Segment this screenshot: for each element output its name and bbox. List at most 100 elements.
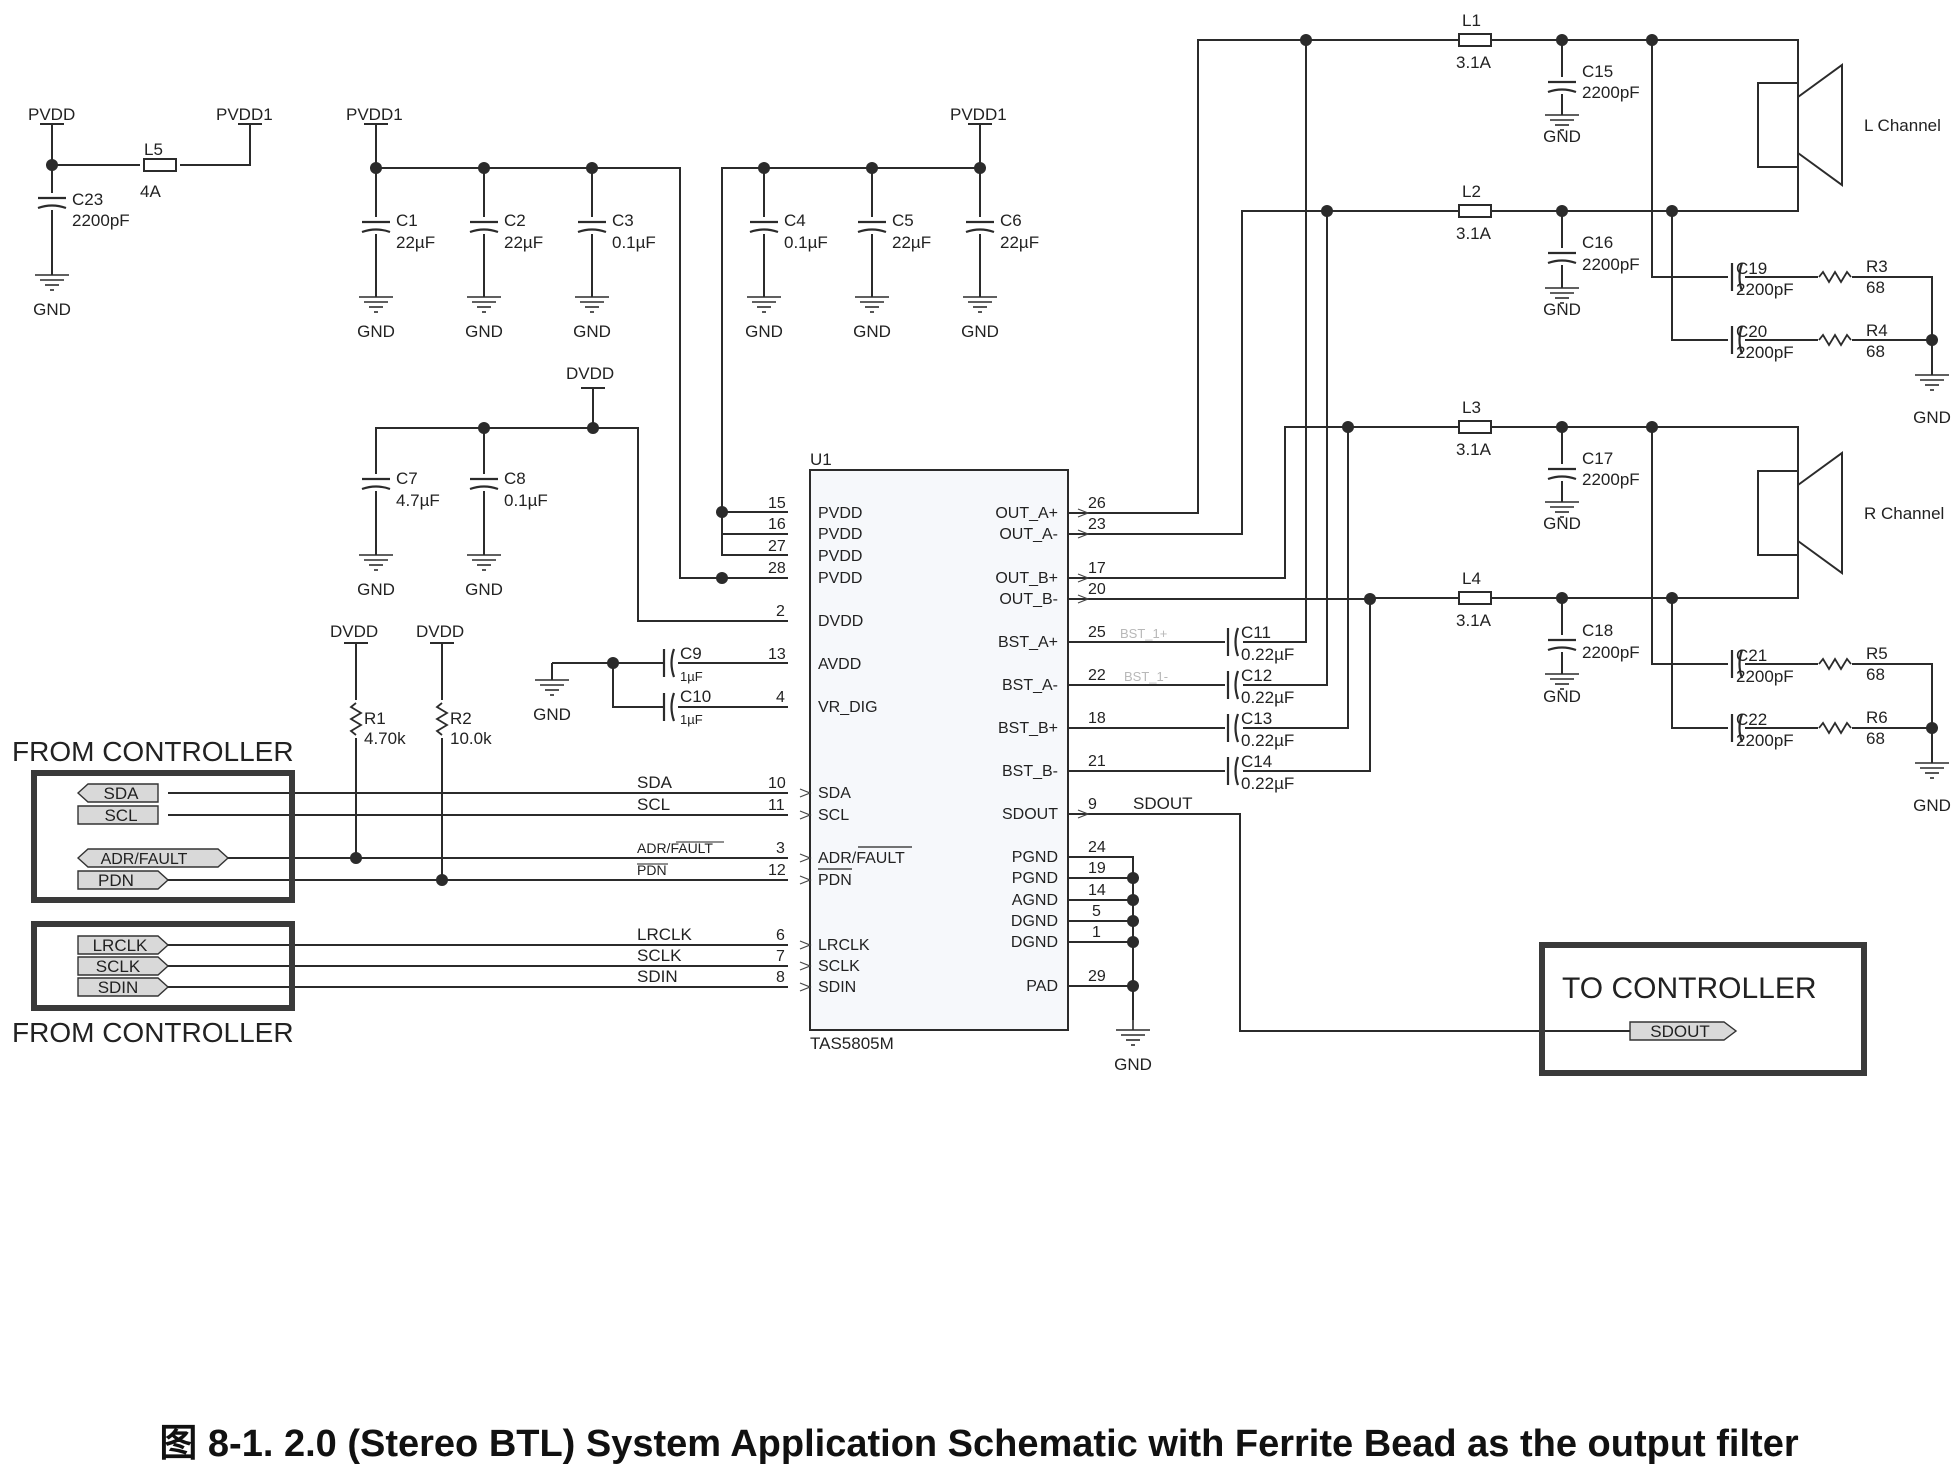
c22-ref: C22: [1736, 710, 1767, 729]
to-controller-label: TO CONTROLLER: [1562, 972, 1817, 1005]
c18-ref: C18: [1582, 621, 1613, 640]
pin-name: DGND: [1011, 913, 1058, 930]
c2-capacitor: [468, 220, 500, 234]
pin-number: 29: [1088, 968, 1106, 985]
c15-ref: C15: [1582, 62, 1613, 81]
sdout-connector: SDOUT: [1629, 1021, 1738, 1041]
pin-name: PDN: [818, 872, 852, 889]
c4-value: 0.1µF: [784, 233, 828, 252]
r1-ref: R1: [364, 709, 386, 728]
gnd-symbol: [34, 264, 70, 291]
l2-value: 3.1A: [1456, 224, 1492, 243]
to-controller-box: [1539, 942, 1867, 1076]
gnd-label: GND: [533, 705, 571, 724]
gnd-label: GND: [357, 322, 395, 341]
r6-value: 68: [1866, 729, 1885, 748]
c21-value: 2200pF: [1736, 667, 1794, 686]
r6-ref: R6: [1866, 708, 1888, 727]
c4-capacitor: [748, 220, 780, 234]
gnd-label: GND: [1543, 687, 1581, 706]
gnd-label: GND: [573, 322, 611, 341]
c13-ref: C13: [1241, 709, 1272, 728]
pvdd1-label: PVDD1: [950, 105, 1007, 124]
dvdd-label: DVDD: [416, 622, 464, 641]
scl-connector-label: SCL: [104, 806, 137, 825]
r4-resistor: [1818, 334, 1852, 346]
gnd-symbol: [854, 286, 890, 313]
l4-inductor: [1458, 591, 1492, 605]
c23-value: 2200pF: [72, 211, 130, 230]
l4-value: 3.1A: [1456, 611, 1492, 630]
c1-capacitor: [360, 220, 392, 234]
c16-value: 2200pF: [1582, 255, 1640, 274]
pin-number: 7: [776, 948, 785, 965]
c2-value: 22µF: [504, 233, 543, 252]
sclk-connector-label: SCLK: [96, 957, 141, 976]
l2-inductor: [1458, 204, 1492, 218]
adr-fault-connector: ADR/FAULT: [76, 848, 230, 868]
gnd-symbol: [1544, 663, 1580, 690]
net-label-pdn: PDN: [637, 862, 667, 878]
pin-number: 27: [768, 538, 786, 555]
ic-part: TAS5805M: [810, 1034, 894, 1053]
gnd-symbol: [1914, 752, 1950, 779]
pin-name: PVDD: [818, 505, 862, 522]
pvdd-label: PVDD: [28, 105, 75, 124]
c6-capacitor: [964, 220, 996, 234]
c7-capacitor: [360, 477, 392, 491]
gnd-symbol: [1115, 1019, 1151, 1046]
sdin-connector: SDIN: [77, 977, 170, 997]
gnd-label: GND: [33, 300, 71, 319]
gnd-label: GND: [465, 580, 503, 599]
pin-name: SDOUT: [1002, 806, 1058, 823]
from-controller-box-bottom: [31, 921, 295, 1011]
net-label-sda: SDA: [637, 773, 673, 792]
pin-name: PAD: [1026, 978, 1058, 995]
net-label-sdout: SDOUT: [1133, 794, 1193, 813]
pin-name: SDIN: [818, 979, 856, 996]
c6-ref: C6: [1000, 211, 1022, 230]
pin-name: OUT_B-: [999, 591, 1058, 608]
c5-capacitor: [856, 220, 888, 234]
r5-value: 68: [1866, 665, 1885, 684]
c16-ref: C16: [1582, 233, 1613, 252]
c12-value: 0.22µF: [1241, 688, 1294, 707]
c5-value: 22µF: [892, 233, 931, 252]
c13-capacitor: [1226, 712, 1240, 744]
pin-name: BST_A+: [998, 634, 1058, 651]
pin-number: 12: [768, 862, 786, 879]
left-speaker-icon: [1757, 64, 1843, 186]
gnd-symbol: [962, 286, 998, 313]
gnd-label: GND: [961, 322, 999, 341]
c12-ref: C12: [1241, 666, 1272, 685]
pvdd1-label: PVDD1: [346, 105, 403, 124]
c15-value: 2200pF: [1582, 83, 1640, 102]
c3-value: 0.1µF: [612, 233, 656, 252]
r2-ref: R2: [450, 709, 472, 728]
c18-capacitor: [1546, 638, 1578, 652]
pin-name: PVDD: [818, 526, 862, 543]
pin-name: DVDD: [818, 613, 863, 630]
sdout-connector-label: SDOUT: [1650, 1022, 1710, 1041]
right-speaker-icon: [1757, 452, 1843, 574]
r2-value: 10.0k: [450, 729, 492, 748]
c3-capacitor: [576, 220, 608, 234]
pvdd1-label: PVDD1: [216, 105, 273, 124]
pin-name: LRCLK: [818, 937, 870, 954]
from-controller-box-top: [31, 770, 295, 903]
l3-ref: L3: [1462, 398, 1481, 417]
pin-number: 3: [776, 840, 785, 857]
net-label-adr-fault: ADR/FAULT: [637, 840, 713, 856]
pin-number: 8: [776, 969, 785, 986]
c21-ref: C21: [1736, 646, 1767, 665]
lrclk-connector: LRCLK: [77, 935, 170, 955]
ic-ref: U1: [810, 450, 832, 469]
l3-value: 3.1A: [1456, 440, 1492, 459]
c11-value: 0.22µF: [1241, 645, 1294, 664]
c10-ref: C10: [680, 687, 711, 706]
dvdd-label: DVDD: [566, 364, 614, 383]
gnd-label: GND: [357, 580, 395, 599]
gnd-label: GND: [853, 322, 891, 341]
pin-number: 9: [1088, 796, 1097, 813]
pin-number: 11: [768, 797, 785, 814]
